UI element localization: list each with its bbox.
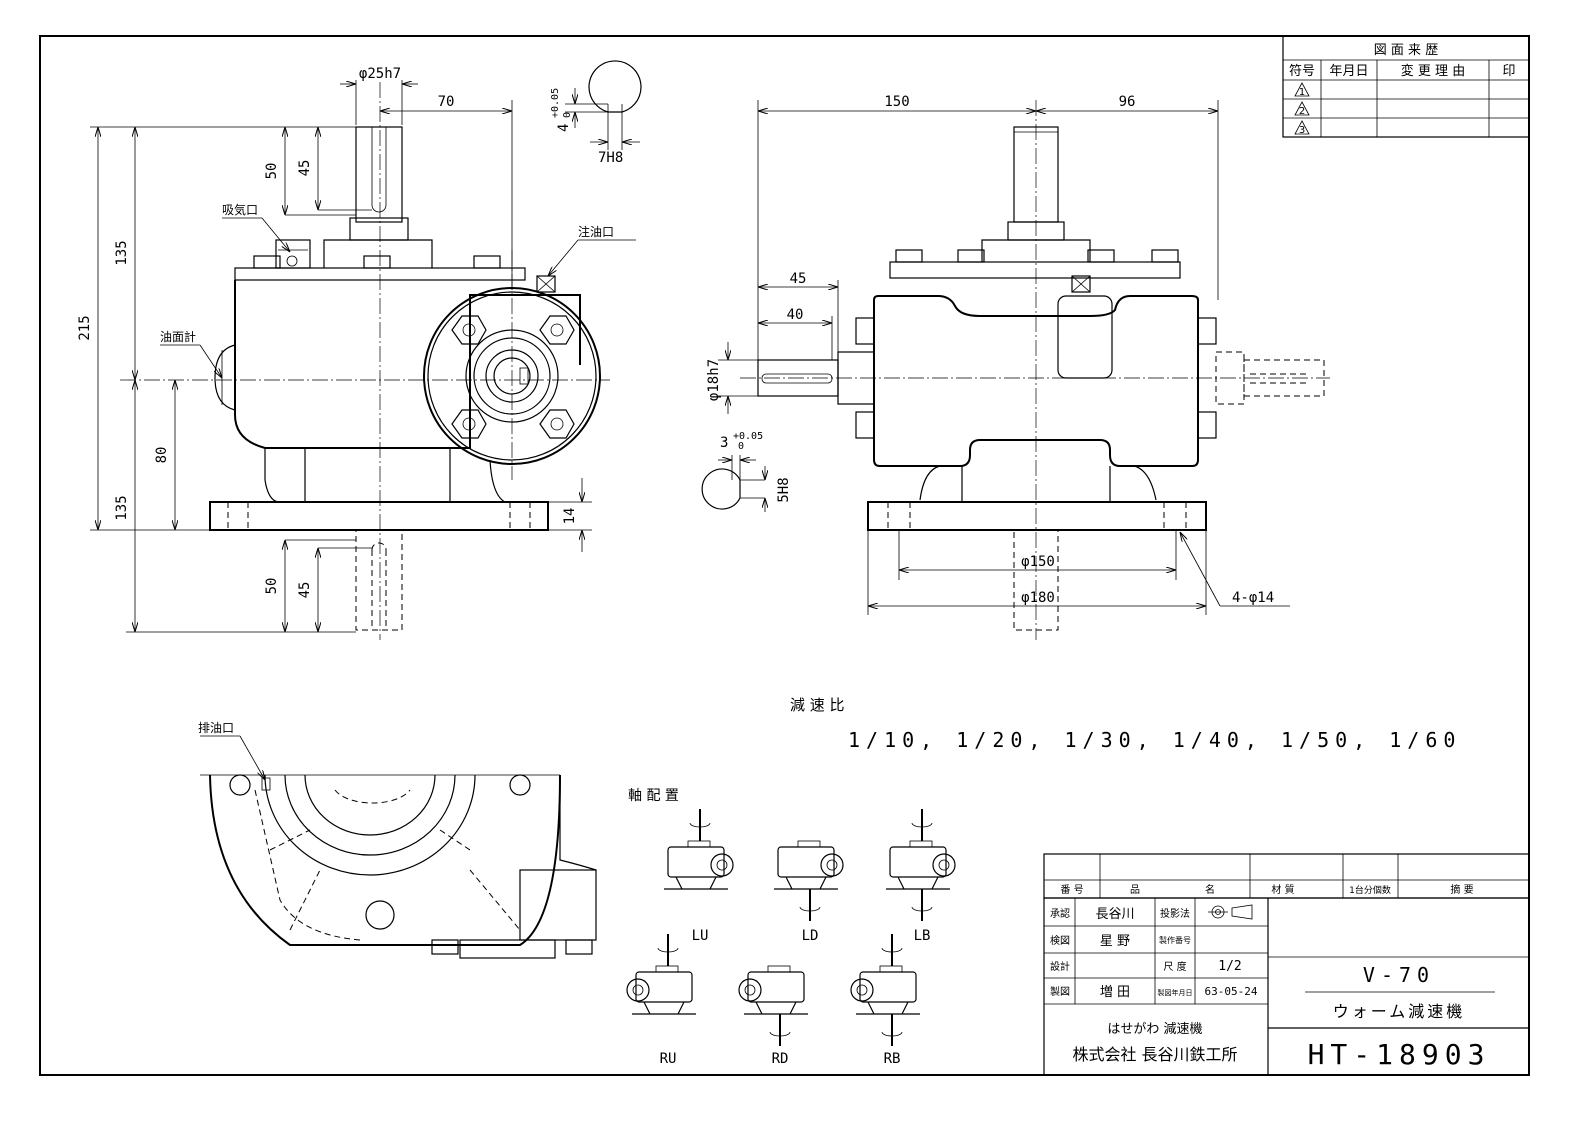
brand-name: はせがわ 減速機 (1107, 1021, 1202, 1037)
revision-header-date: 年月日 (1329, 64, 1368, 79)
arrangement-code-lb: LB (914, 928, 931, 944)
label-breather: 吸気口 (222, 202, 258, 217)
label-date: 製図年月日 (1158, 988, 1193, 997)
key-detail-side: 3 +0.05 0 5H8 (701, 431, 792, 512)
label-scale: 尺 度 (1163, 960, 1186, 973)
flange-bolt (539, 315, 575, 345)
dim-bolt-holes: 4-φ14 (1232, 590, 1274, 606)
key-detail-top: 4 +0.05 0 7H8 (550, 60, 642, 166)
drawing-number: HT-18903 (1308, 1038, 1491, 1071)
label-drawing-no: 製作番号 (1159, 935, 1191, 945)
flange-bolt (539, 409, 575, 439)
shaft-arrangement: 軸 配 置 LU LD LB RU RD RB (626, 788, 956, 1067)
parts-header-no: 番 号 (1060, 884, 1083, 896)
dim-shaft-dia-18: φ18h7 (706, 359, 722, 401)
label-check: 検図 (1050, 934, 1070, 947)
name-approve: 長谷川 (1095, 907, 1134, 922)
key-top-tol: +0.05 (550, 88, 561, 118)
arrangement-code-ru: RU (660, 1051, 677, 1067)
parts-header-name-1: 品 (1130, 884, 1140, 896)
arrangement-code-ld: LD (802, 928, 819, 944)
ratio-values: 1/10, 1/20, 1/30, 1/40, 1/50, 1/60 (848, 728, 1461, 752)
arrangement-code-lu: LU (692, 928, 709, 944)
revision-mark-2: 2 (1294, 101, 1310, 117)
dim-150: 150 (884, 94, 909, 110)
key-top-tol-zero: 0 (562, 112, 573, 118)
arrangement-title: 軸 配 置 (628, 788, 679, 804)
dim-shaft-offset-70: 70 (438, 94, 455, 110)
value-scale: 1/2 (1218, 959, 1241, 974)
ratio-label: 減 速 比 (790, 696, 845, 714)
dim-output-key-45: 45 (297, 582, 313, 599)
dim-96: 96 (1119, 94, 1136, 110)
product-name: ウォーム減速機 (1333, 1002, 1466, 1021)
revision-header-reason: 変 更 理 由 (1401, 63, 1465, 79)
dim-height-135-top: 135 (114, 240, 130, 265)
model-name: V-70 (1363, 963, 1435, 987)
dim-45: 45 (790, 271, 807, 287)
front-view: φ25h7 70 50 45 135 215 80 135 14 50 45 (77, 66, 636, 640)
revision-mark-1: 1 (1294, 82, 1310, 98)
title-block: 番 号 品 名 材 質 1台分個数 摘 要 承認 長谷川 検図 星 野 設計 製… (1043, 853, 1530, 1076)
flange-bolt (451, 315, 487, 345)
arrangement-icon-ld (774, 840, 844, 921)
parts-header-remarks: 摘 要 (1450, 883, 1473, 896)
key-side-depth: 3 (720, 435, 728, 451)
dim-pcd-180: φ180 (1021, 590, 1055, 606)
dim-height-215: 215 (77, 315, 93, 340)
label-oil-gauge: 油面計 (160, 329, 196, 344)
parts-header-name-2: 名 (1205, 883, 1215, 896)
dim-shaft-key-45: 45 (297, 160, 313, 177)
side-view: 150 96 45 40 φ18h7 φ150 φ180 4-φ14 (706, 94, 1330, 640)
label-drain: 排油口 (198, 721, 234, 735)
key-side-tol: +0.05 (733, 431, 763, 442)
dim-input-shaft-dia: φ25h7 (359, 66, 401, 82)
label-approve: 承認 (1050, 907, 1070, 920)
label-oil-fill: 注油口 (578, 224, 614, 239)
dim-base-14: 14 (562, 508, 578, 525)
svg-text:1: 1 (1299, 87, 1305, 98)
sheet-border (39, 35, 1530, 1076)
key-top-width: 7H8 (598, 150, 623, 166)
arrangement-icon-ru (626, 934, 696, 1015)
dim-output-length-50: 50 (264, 578, 280, 595)
flange-bolt (451, 409, 487, 439)
revision-table: 図 面 来 歴 符号 年月日 変 更 理 由 印 1 2 3 (1282, 35, 1530, 138)
bottom-view: 排油口 (198, 721, 597, 959)
parts-header-qty: 1台分個数 (1349, 884, 1391, 896)
arrangement-icon-rd (738, 965, 808, 1046)
value-date: 63-05-24 (1205, 985, 1258, 998)
revision-header-mark: 符号 (1289, 63, 1315, 79)
projection-symbol-icon (1208, 904, 1253, 920)
dim-height-135-bottom: 135 (114, 495, 130, 520)
key-side-tol-zero: 0 (738, 441, 744, 452)
label-design: 設計 (1050, 960, 1070, 973)
svg-text:3: 3 (1299, 125, 1305, 136)
dim-40: 40 (787, 307, 804, 323)
dim-shaft-length-50: 50 (264, 163, 280, 180)
revision-mark-3: 3 (1294, 120, 1310, 136)
revision-title: 図 面 来 歴 (1374, 43, 1438, 58)
company-name: 株式会社 長谷川鉄工所 (1072, 1045, 1237, 1064)
dim-pcd-150: φ150 (1021, 554, 1055, 570)
key-side-width: 5H8 (776, 477, 792, 502)
name-draw: 増 田 (1100, 985, 1130, 1000)
parts-header-material: 材 質 (1271, 883, 1294, 896)
arrangement-icon-rb (850, 934, 920, 1046)
label-projection: 投影法 (1160, 907, 1190, 920)
arrangement-icon-lu (664, 809, 734, 890)
label-draw: 製図 (1050, 985, 1070, 998)
arrangement-icon-lb (886, 809, 956, 921)
svg-text:2: 2 (1299, 106, 1305, 117)
arrangement-code-rd: RD (772, 1051, 789, 1067)
arrangement-code-rb: RB (884, 1051, 901, 1067)
dim-height-80: 80 (154, 447, 170, 464)
revision-header-seal: 印 (1502, 64, 1515, 79)
name-check: 星 野 (1100, 934, 1130, 949)
key-top-depth: 4 (556, 124, 572, 132)
